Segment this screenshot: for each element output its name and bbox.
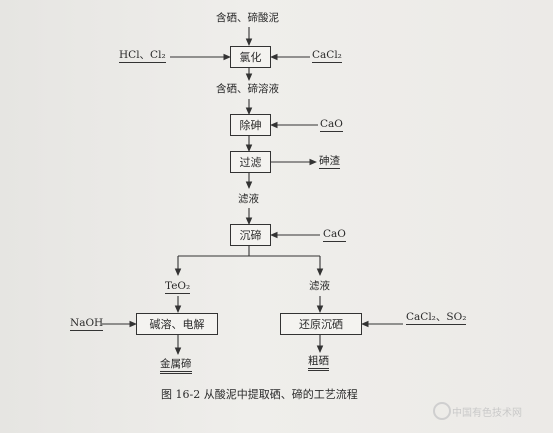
figure-caption: 图 16-2 从酸泥中提取硒、碲的工艺流程 (161, 388, 358, 401)
output-metal-te: 金属碲 (160, 359, 192, 374)
input-hcl-cl2: HCl、Cl₂ (119, 49, 166, 63)
input-naoh: NaOH (70, 317, 104, 331)
watermark-logo-icon (433, 402, 451, 420)
input-cao-2: CaO (323, 228, 346, 242)
step-precipitate-te-label: 沉碲 (239, 228, 262, 242)
step-precipitate-te: 沉碲 (230, 224, 271, 246)
intermediate-teo2: TeO₂ (165, 280, 191, 294)
step-alkali-electrolysis: 碱溶、电解 (136, 313, 218, 335)
output-crude-se: 粗硒 (308, 356, 329, 371)
step-remove-arsenic: 除砷 (230, 114, 271, 136)
step-filtration-label: 过滤 (239, 155, 262, 169)
input-cao-1: CaO (320, 118, 343, 132)
step-remove-arsenic-label: 除砷 (239, 118, 262, 132)
input-cacl2: CaCl₂ (312, 49, 342, 63)
step-chlorination-label: 氯化 (239, 50, 262, 64)
watermark-text: 中国有色技术网 (452, 408, 522, 419)
intermediate-filtrate-1: 滤液 (238, 193, 259, 205)
intermediate-filtrate-2: 滤液 (309, 280, 330, 292)
step-alkali-electrolysis-label: 碱溶、电解 (149, 317, 205, 331)
output-arsenic-residue: 砷渣 (319, 155, 340, 169)
input-cacl2-so2: CaCl₂、SO₂ (406, 311, 467, 325)
step-filtration: 过滤 (230, 151, 271, 173)
intermediate-se-te-solution: 含硒、碲溶液 (216, 83, 279, 95)
step-reduce-precipitate-se: 还原沉硒 (280, 313, 362, 335)
input-acid-mud: 含硒、碲酸泥 (216, 12, 279, 24)
step-reduce-precipitate-se-label: 还原沉硒 (299, 317, 343, 331)
step-chlorination: 氯化 (230, 46, 271, 68)
